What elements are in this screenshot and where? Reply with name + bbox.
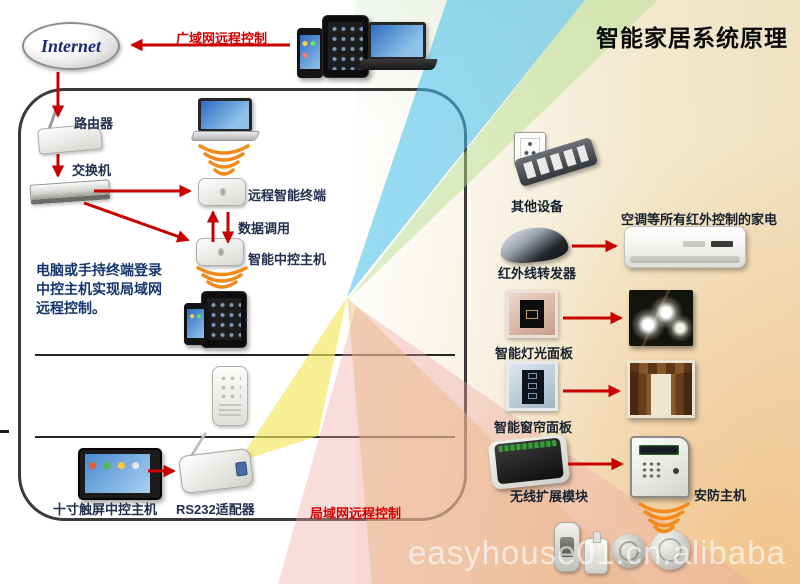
light-panel-label: 智能灯光面板: [495, 346, 574, 361]
curtain-panel-screen: [522, 370, 544, 404]
watermark-text: easyhouse01.cn.alibaba: [408, 534, 786, 571]
smartphone-lan-screen: [187, 309, 204, 338]
ir-appliances-label: 空调等所有红外控制的家电: [621, 212, 778, 227]
laptop-lan-screen: [198, 98, 252, 132]
wan-control-label: 广域网远程控制: [176, 31, 268, 46]
air-conditioner: [624, 226, 746, 268]
switch-label: 交换机: [72, 163, 112, 178]
light-panel-device: [506, 290, 558, 338]
light-panel-screen: [520, 300, 544, 328]
remote-terminal-label: 远程智能终端: [248, 188, 327, 203]
divider-line-2: [35, 436, 455, 438]
remote-terminal-device: [198, 178, 246, 206]
touchscreen-host-device: [78, 448, 162, 500]
internet-cloud: Internet: [22, 22, 120, 70]
rs232-label: RS232适配器: [176, 502, 255, 517]
laptop-lan-base: [190, 131, 260, 141]
curtains-photo: [627, 360, 695, 418]
security-host-device: [630, 436, 690, 498]
wireless-module-label: 无线扩展模块: [510, 489, 589, 504]
data-call-label: 数据调用: [238, 221, 291, 236]
central-host-device: [196, 238, 244, 266]
smartphone-lan: [184, 303, 207, 345]
router-label: 路由器: [74, 116, 114, 131]
lan-note-line3: 远程控制。: [36, 300, 106, 316]
security-display: [639, 445, 679, 455]
lan-note: 电脑或手持终端登录 中控主机实现局域网 远程控制。: [36, 261, 162, 318]
laptop-top-screen: [368, 22, 426, 60]
central-host-label: 智能中控主机: [248, 252, 327, 267]
touchscreen-host-label: 十寸触屏中控主机: [53, 502, 158, 517]
terminal-logo: [219, 188, 226, 197]
lan-note-line2: 中控主机实现局域网: [36, 281, 162, 297]
keypad-remote: [212, 366, 248, 426]
laptop-top-base: [357, 59, 439, 70]
curtain-panel-device: [506, 361, 558, 411]
ir-repeater-label: 红外线转发器: [498, 266, 577, 281]
curtain-panel-label: 智能窗帘面板: [494, 420, 573, 435]
security-host-label: 安防主机: [694, 488, 747, 503]
lan-note-line1: 电脑或手持终端登录: [36, 262, 162, 278]
tablet-screen: [328, 22, 363, 70]
internet-label: Internet: [40, 35, 101, 56]
smartphone-screen: [300, 35, 320, 69]
other-devices-label: 其他设备: [511, 199, 564, 214]
lan-control-label: 局域网远程控制: [310, 506, 402, 521]
touchscreen-screen: [85, 454, 150, 493]
divider-line-1: [35, 354, 455, 356]
page-title: 智能家居系统原理: [596, 25, 788, 51]
host-logo: [217, 248, 224, 257]
tablet-lan: [201, 291, 247, 348]
tablet-lan-screen: [207, 298, 241, 340]
lights-photo: [629, 290, 693, 346]
security-led: [673, 468, 679, 474]
security-keypad: [641, 461, 663, 479]
edge-dash: [0, 430, 9, 433]
smartphone-top: [297, 28, 323, 78]
wireless-module-device: [494, 437, 564, 485]
smoke-detector-2: [650, 530, 690, 570]
